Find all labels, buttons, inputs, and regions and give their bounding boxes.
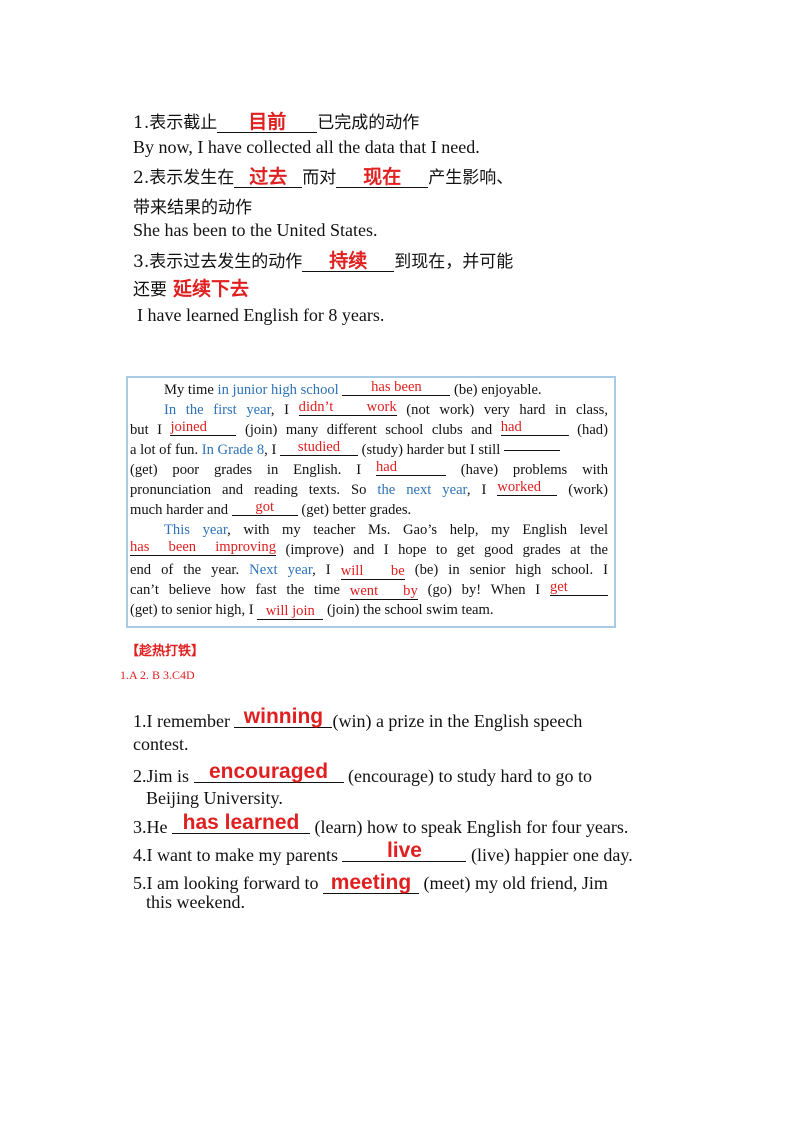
example-sentence-3: I have learned English for 8 years. — [137, 305, 385, 325]
note-item-2: 2.表示发生在过去而对现在产生影响、 — [133, 166, 514, 188]
note-item-3-continued: 还要延续下去 — [133, 275, 255, 301]
answer-blank: got — [231, 500, 298, 516]
answer-blank: live — [342, 840, 467, 862]
passage-line-9: has been improving (improve) and I hope … — [130, 539, 608, 558]
answer-blank: encouraged — [193, 761, 344, 783]
answer-blank: studied — [279, 440, 358, 456]
passage-line-2: In the first year, I didn’t work (not wo… — [164, 399, 608, 418]
answer-blank — [503, 450, 560, 451]
passage-line-6: pronunciation and reading texts. So the … — [130, 479, 608, 498]
note-item-1: 1.表示截止目前已完成的动作 — [133, 111, 420, 133]
answer-blank: 持续 — [302, 250, 395, 272]
passage-line-5: (get) poor grades in English. I had (hav… — [130, 459, 609, 478]
answer-blank: will join — [257, 604, 324, 620]
section-title: 【趁热打铁】 — [126, 644, 205, 659]
answer-blank: has been — [342, 380, 451, 396]
note-item-2-continued: 带来结果的动作 — [133, 198, 252, 218]
answer-key: 1.A 2. B 3.C4D — [120, 668, 195, 682]
question-5: 5.I am looking forward to meeting (meet)… — [133, 871, 608, 894]
question-4: 4.I want to make my parents live (live) … — [133, 839, 633, 865]
passage-box — [126, 376, 616, 628]
answer-blank: 现在 — [336, 166, 429, 188]
example-sentence-1: By now, I have collected all the data th… — [133, 137, 480, 157]
passage-line-3: but I joined (join) many different schoo… — [130, 419, 608, 438]
passage-line-10: end of the year. Next year, I will be (b… — [130, 562, 608, 580]
question-5-continued: this weekend. — [146, 892, 245, 912]
passage-line-4: a lot of fun. In Grade 8, I studied (stu… — [130, 440, 608, 459]
question-1-continued: contest. — [133, 734, 189, 754]
passage-line-7: much harder and got (get) better grades. — [130, 499, 412, 518]
answer-blank: went by — [349, 583, 418, 600]
example-sentence-2: She has been to the United States. — [133, 220, 378, 240]
passage-line-8: This year, with my teacher Ms. Gao’s hel… — [164, 522, 608, 538]
answer-text: 延续下去 — [172, 278, 249, 300]
question-2: 2.Jim is encouraged (encourage) to study… — [133, 760, 592, 786]
passage-line-11: can’t believe how fast the time went by … — [130, 580, 608, 600]
note-item-3: 3.表示过去发生的动作持续到现在，并可能 — [133, 250, 514, 272]
answer-blank: get — [549, 580, 608, 596]
answer-blank: will be — [340, 563, 405, 580]
passage-line-12: (get) to senior high, I will join (join)… — [130, 602, 494, 620]
answer-blank: 目前 — [217, 111, 318, 133]
answer-blank: joined — [170, 420, 237, 436]
answer-blank: had — [375, 460, 446, 476]
answer-blank: didn’t work — [298, 399, 397, 416]
answer-blank: winning — [234, 706, 333, 728]
answer-blank: meeting — [322, 872, 419, 894]
question-2-continued: Beijing University. — [146, 788, 283, 808]
question-3: 3.He has learned (learn) how to speak En… — [133, 811, 629, 837]
answer-blank: has been improving — [130, 539, 276, 556]
answer-blank: had — [500, 420, 569, 436]
question-1: 1.I remember winning(win) a prize in the… — [133, 705, 583, 731]
answer-blank: has learned — [172, 812, 310, 834]
passage-line-1: My time in junior high school has been (… — [164, 379, 542, 398]
answer-blank: 过去 — [234, 166, 303, 188]
answer-blank: worked — [497, 480, 558, 496]
